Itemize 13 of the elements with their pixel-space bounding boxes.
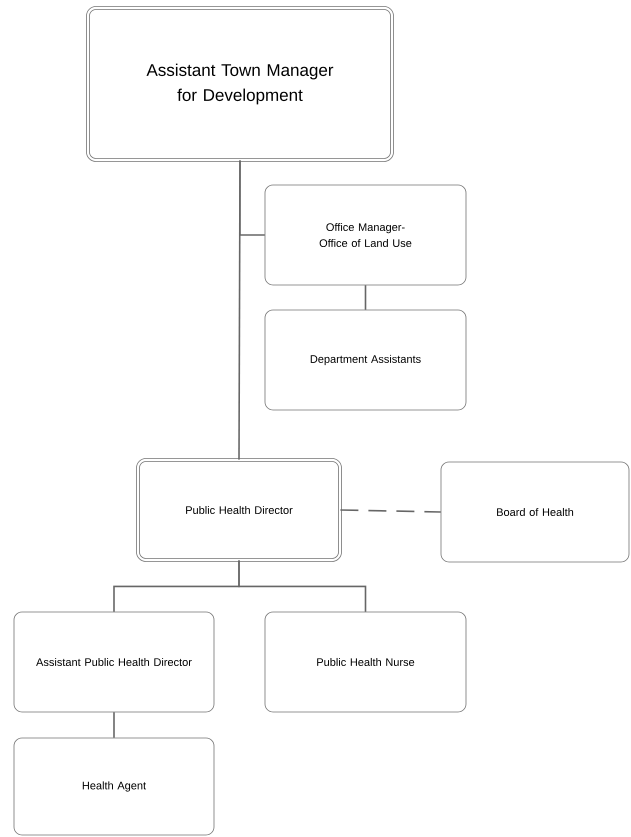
role-box: Office Manager- Office of Land Use <box>264 184 466 286</box>
role-box: Public Health Nurse <box>264 612 466 712</box>
connector-line <box>238 560 366 612</box>
role-box: Board of Health <box>440 462 630 562</box>
connector-line <box>239 160 265 236</box>
role-box: Health Agent <box>14 738 214 836</box>
connector-line <box>364 285 366 310</box>
role-box: Assistant Town Manager for Development <box>86 6 394 162</box>
role-box: Department Assistants <box>264 310 466 410</box>
role-box: Assistant Public Health Director <box>14 612 214 712</box>
role-box: Public Health Director <box>136 458 342 562</box>
connector-line <box>113 712 115 738</box>
connector-line <box>340 509 441 513</box>
